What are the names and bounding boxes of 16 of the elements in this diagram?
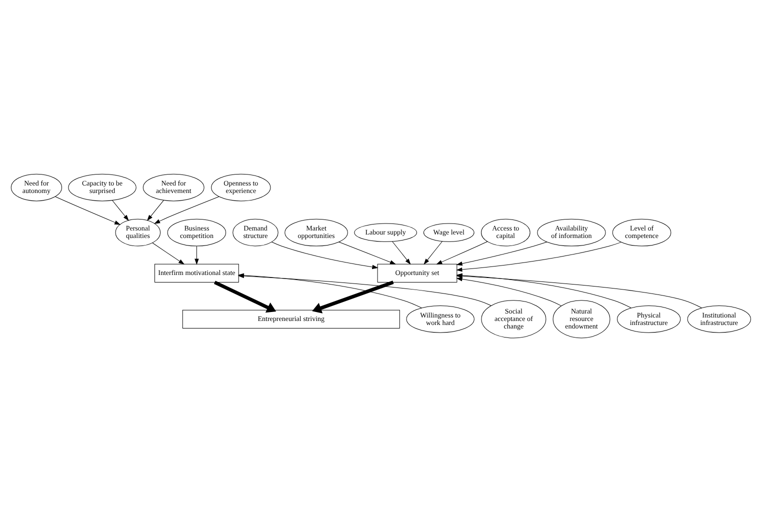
arrow [194,246,199,264]
arrow [338,242,396,264]
arrow [424,241,442,264]
arrow [456,242,548,266]
arrow [456,242,622,272]
arrow [272,242,378,269]
arrow [456,277,562,306]
arrow [152,242,184,264]
arrow [392,241,411,264]
arrow [214,280,276,313]
arrow [312,280,394,314]
arrow [54,196,120,225]
arrow [436,241,488,264]
arrow [147,200,164,221]
arrow [112,200,129,221]
arrow [154,196,220,224]
